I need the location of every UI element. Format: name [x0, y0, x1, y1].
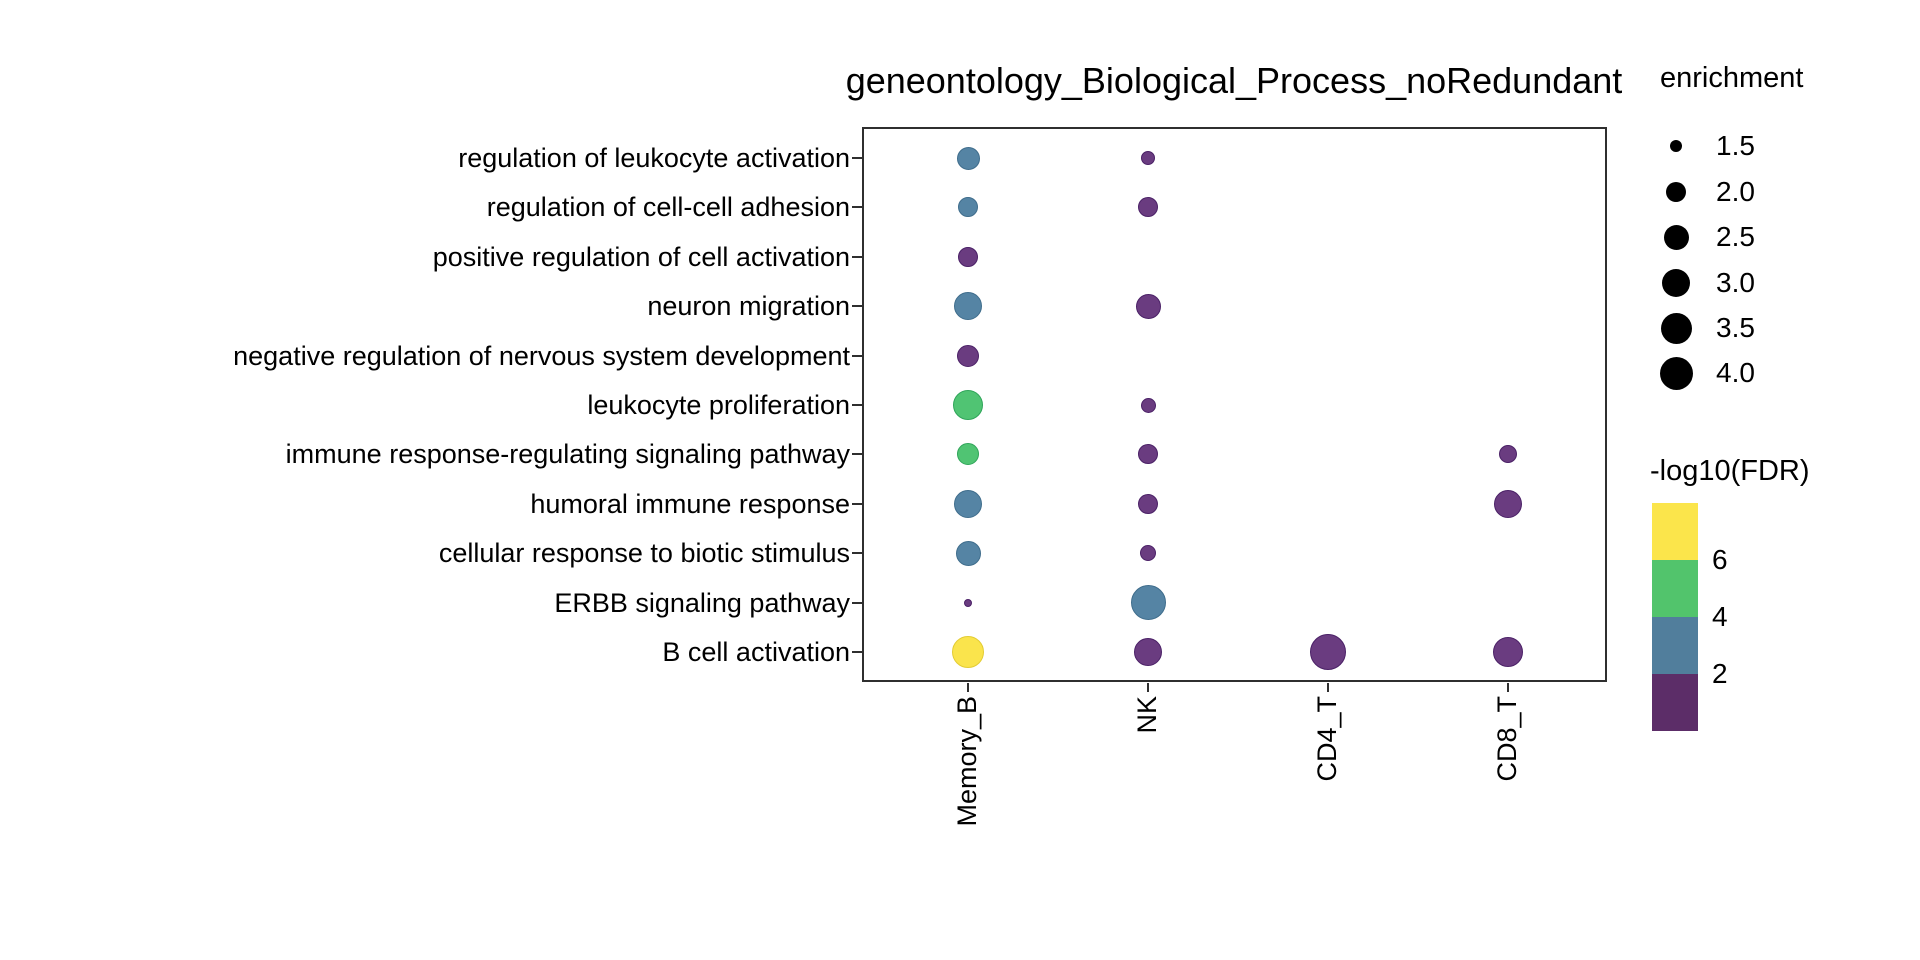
data-point [1138, 444, 1158, 465]
y-axis-label: regulation of leukocyte activation [458, 143, 850, 173]
color-legend-swatch-yellow [1652, 503, 1698, 560]
data-point [1130, 585, 1166, 621]
x-axis-label: Memory_B [952, 696, 982, 827]
y-axis-label: ERBB signaling pathway [554, 587, 850, 618]
y-axis-tick [852, 354, 862, 357]
size-legend-dot [1659, 356, 1693, 390]
chart-title: geneontology_Biological_Process_noRedund… [845, 60, 1623, 101]
y-axis-label: regulation of cell-cell adhesion [486, 192, 850, 223]
x-axis-tick [1327, 683, 1329, 692]
size-legend-dot [1660, 312, 1692, 344]
x-axis-tick [967, 683, 969, 692]
data-point [1493, 637, 1523, 667]
y-axis-tick [852, 404, 862, 406]
y-axis-label: cellular response to biotic stimulus [438, 538, 850, 569]
x-axis-label: CD8_T [1492, 696, 1522, 782]
data-point [1499, 445, 1517, 464]
size-legend-dot [1663, 224, 1689, 250]
y-axis-tick [852, 206, 862, 209]
data-point [1138, 197, 1158, 218]
size-legend-label: 4.0 [1716, 357, 1755, 388]
data-point [954, 292, 982, 321]
data-point [957, 443, 979, 466]
color-legend-swatch-blue [1652, 617, 1698, 674]
size-legend-dot [1670, 140, 1682, 152]
y-axis-tick [852, 502, 862, 505]
y-axis-tick [852, 157, 862, 159]
data-point [957, 344, 979, 367]
size-legend-title: enrichment [1660, 62, 1804, 94]
data-point [1135, 293, 1161, 319]
data-point [956, 146, 980, 170]
color-legend-title: -log10(FDR) [1650, 455, 1810, 487]
x-axis-label: NK [1132, 696, 1162, 734]
color-legend-tick-label: 6 [1712, 544, 1728, 575]
data-point [1138, 493, 1158, 514]
color-legend-tick-label: 4 [1712, 601, 1728, 632]
color-legend-tick-label: 2 [1712, 658, 1728, 689]
data-point [1310, 634, 1346, 670]
data-point [1134, 638, 1162, 666]
color-legend-swatch-green [1652, 560, 1698, 617]
data-point [1140, 397, 1156, 413]
y-axis-tick [852, 453, 862, 456]
y-axis-label: humoral immune response [530, 488, 850, 519]
data-point [1141, 151, 1155, 165]
size-legend-label: 1.5 [1716, 130, 1755, 161]
size-legend-label: 3.0 [1716, 267, 1755, 298]
y-axis-tick [852, 552, 862, 555]
y-axis-tick [852, 255, 862, 258]
data-point [955, 540, 981, 566]
y-axis-label: neuron migration [647, 291, 850, 322]
size-legend-label: 2.0 [1716, 176, 1755, 207]
data-point [958, 246, 978, 267]
x-axis-tick [1507, 683, 1509, 692]
y-axis-label: positive regulation of cell activation [432, 241, 850, 272]
y-axis-tick [852, 305, 862, 308]
data-point [953, 390, 983, 420]
data-point [954, 489, 982, 518]
y-axis-label: B cell activation [662, 637, 850, 667]
size-legend-dot [1662, 269, 1690, 297]
size-legend-label: 3.5 [1716, 312, 1755, 343]
y-axis-label: immune response-regulating signaling pat… [285, 439, 850, 470]
data-point [958, 197, 978, 218]
color-legend-swatch-purple [1652, 674, 1698, 731]
y-axis-label: negative regulation of nervous system de… [233, 340, 850, 371]
y-axis-label: leukocyte proliferation [587, 390, 850, 420]
plot-panel [862, 127, 1607, 682]
x-axis-tick [1147, 683, 1149, 692]
data-point [964, 598, 972, 607]
size-legend-dot [1666, 182, 1686, 202]
x-axis-label: CD4_T [1312, 696, 1342, 782]
size-legend-label: 2.5 [1716, 221, 1755, 252]
y-axis-tick [852, 601, 862, 604]
y-axis-tick [852, 651, 862, 653]
data-point [1140, 545, 1156, 562]
data-point [1494, 489, 1522, 518]
data-point [952, 636, 984, 668]
